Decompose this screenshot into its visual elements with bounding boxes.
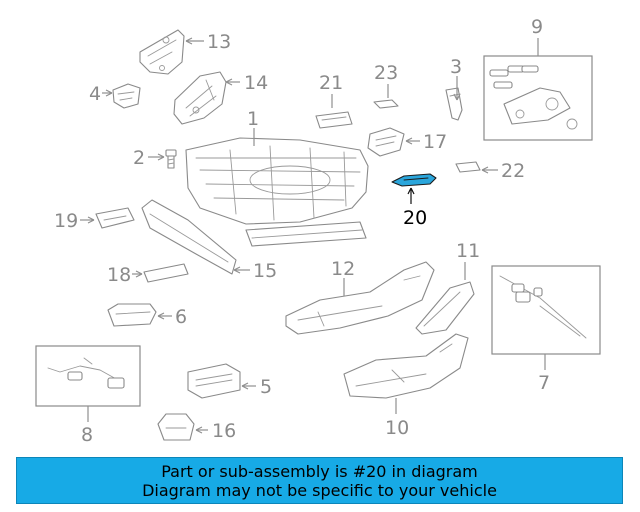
- part-6-module[interactable]: [107, 303, 157, 327]
- callout-19: 19: [54, 210, 78, 232]
- part-20-highlighted[interactable]: [391, 173, 437, 187]
- info-banner: Part or sub-assembly is #20 in diagram D…: [16, 457, 623, 504]
- callout-21: 21: [319, 72, 343, 94]
- part-7-cable-kit[interactable]: [491, 265, 601, 355]
- callout-20: 20: [403, 207, 427, 229]
- part-10-shield[interactable]: [343, 333, 469, 399]
- callout-23: 23: [374, 62, 398, 84]
- callout-4: 4: [89, 83, 101, 105]
- banner-line-2: Diagram may not be specific to your vehi…: [142, 480, 497, 500]
- part-14-shield[interactable]: [173, 71, 227, 125]
- part-15-rail[interactable]: [141, 199, 237, 275]
- callout-8: 8: [81, 424, 93, 446]
- callout-5: 5: [260, 376, 272, 398]
- callout-14: 14: [244, 72, 268, 94]
- callout-11: 11: [456, 240, 480, 262]
- callout-6: 6: [175, 306, 187, 328]
- part-16-knob[interactable]: [157, 413, 195, 441]
- callout-13: 13: [207, 31, 231, 53]
- part-21-plate[interactable]: [315, 111, 353, 129]
- callout-10: 10: [385, 417, 409, 439]
- part-5-ecu[interactable]: [187, 363, 241, 399]
- part-13-panel[interactable]: [139, 29, 185, 75]
- part-8-harness-kit[interactable]: [35, 345, 141, 407]
- part-18-strip[interactable]: [143, 263, 189, 283]
- part-4-bracket[interactable]: [112, 83, 141, 109]
- part-22-clip[interactable]: [455, 161, 481, 173]
- part-3-bracket[interactable]: [445, 87, 463, 121]
- callout-7: 7: [538, 372, 550, 394]
- part-1-seat-frame[interactable]: [185, 137, 369, 247]
- parts-diagram: 13 4 14 1 2 21 2: [35, 16, 601, 446]
- callout-2: 2: [133, 147, 145, 169]
- part-11-cover[interactable]: [415, 281, 475, 335]
- part-9-motor-kit[interactable]: [483, 55, 593, 141]
- callout-18: 18: [107, 264, 131, 286]
- part-12-trim[interactable]: [285, 261, 435, 335]
- part-19-switch[interactable]: [95, 207, 135, 229]
- callout-3: 3: [450, 56, 462, 78]
- part-23-clip[interactable]: [373, 99, 399, 109]
- banner-line-1: Part or sub-assembly is #20 in diagram: [161, 461, 478, 481]
- part-17-connector[interactable]: [367, 127, 405, 157]
- callout-15: 15: [253, 260, 277, 282]
- part-2-bolt[interactable]: [165, 149, 177, 169]
- callout-22: 22: [501, 160, 525, 182]
- callout-1: 1: [247, 108, 259, 130]
- callout-9: 9: [531, 16, 543, 38]
- callout-17: 17: [423, 131, 447, 153]
- callout-16: 16: [212, 420, 236, 442]
- callout-12: 12: [331, 258, 355, 280]
